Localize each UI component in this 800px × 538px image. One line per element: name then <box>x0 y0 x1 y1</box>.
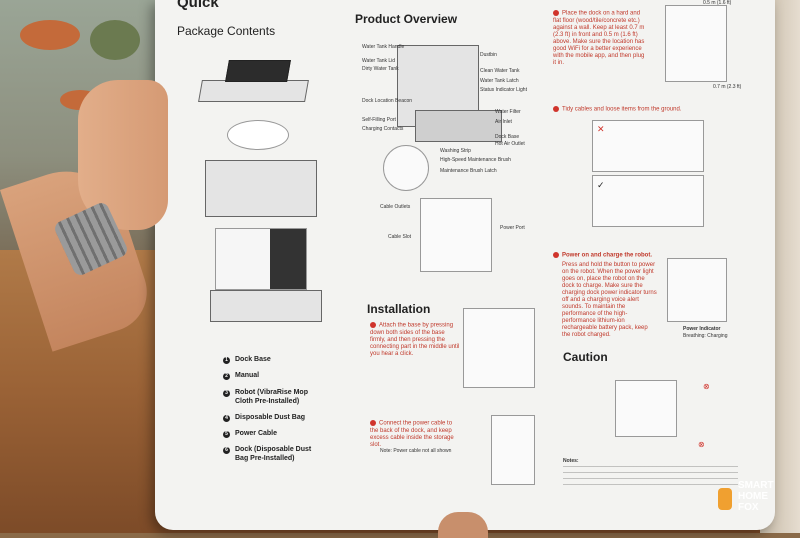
robot-illustration <box>227 120 289 150</box>
overview-label: Water Tank Handle <box>362 44 405 50</box>
plant-leaf <box>20 20 80 50</box>
overview-label: Washing Strip <box>440 148 471 154</box>
cable-label: Cable Outlets <box>380 204 411 210</box>
notes-title: Notes: <box>563 458 579 464</box>
overview-label: Water Tank Latch <box>480 78 519 84</box>
power-state-label: Breathing: Charging <box>683 333 728 339</box>
installation-heading: Installation <box>367 302 431 316</box>
box-tray-illustration <box>205 160 317 217</box>
install-step-2: Connect the power cable to the back of t… <box>370 420 454 448</box>
overview-label: Clean Water Tank <box>480 68 520 74</box>
overview-label: Water Filter <box>495 109 521 115</box>
placement-step-5-title: Power on and charge the robot. <box>553 252 652 259</box>
caution-heading: Caution <box>563 350 608 364</box>
install-step-1-illustration <box>463 308 535 388</box>
room-cluttered-illustration <box>592 120 704 172</box>
charging-illustration <box>667 258 727 322</box>
overview-label: Status Indicator Light <box>480 87 527 93</box>
placement-step-5: Press and hold the button to power on th… <box>562 262 657 338</box>
overview-label: Maintenance Brush Latch <box>440 168 497 174</box>
overview-label: Dustbin <box>480 52 497 58</box>
placement-step-4: Tidy cables and loose items from the gro… <box>553 106 703 114</box>
install-step-1: Attach the base by pressing down both si… <box>370 322 460 357</box>
install-note: Note: Power cable not all shown <box>380 448 452 454</box>
package-item-cont: Cloth Pre-Installed) <box>235 398 300 405</box>
room-tidy-illustration <box>592 175 704 227</box>
manual-title: Quick <box>177 0 219 11</box>
cable-label: Cable Slot <box>388 234 412 240</box>
overview-label: Dock Base <box>495 134 520 140</box>
power-indicator-label: Power Indicator <box>683 326 721 332</box>
overview-label: Dirty Water Tank <box>362 66 399 72</box>
logo-line-2: HOME <box>738 491 768 502</box>
dock-base-illustration <box>198 80 309 102</box>
notes-lines <box>563 466 738 490</box>
package-heading: Package Contents <box>177 24 276 38</box>
placement-illustration <box>665 5 727 82</box>
cable-label: Power Port <box>500 225 525 231</box>
install-step-2-illustration <box>491 415 535 485</box>
overview-label: Hot Air Outlet <box>495 141 525 147</box>
brush-detail-circle <box>383 145 429 191</box>
placement-step-3: Place the dock on a hard and flat floor … <box>553 10 645 66</box>
overview-label: Dock Location Beacon <box>362 98 413 104</box>
dock-packaging-illustration <box>210 290 322 322</box>
overview-heading: Product Overview <box>355 12 458 26</box>
caution-illustration <box>615 380 677 437</box>
right-thumb <box>438 512 488 538</box>
overview-label: Air Inlet <box>495 119 512 125</box>
check-icon: ✓ <box>597 180 605 190</box>
overview-label: High-Speed Maintenance Brush <box>440 157 511 163</box>
caution-wrong-icon: ⊗ <box>698 440 705 449</box>
cable-dock-illustration <box>420 198 492 272</box>
package-item-cont: Bag Pre-Installed) <box>235 455 295 462</box>
wrong-icon: ✕ <box>597 124 605 134</box>
dock-illustration <box>215 228 307 290</box>
logo-line-1: SMART <box>738 480 774 491</box>
overview-label: Water Tank Lid <box>362 58 396 64</box>
caution-wrong-icon: ⊗ <box>703 382 710 391</box>
overview-base-illustration <box>415 110 502 142</box>
manual-illustration <box>225 60 291 82</box>
plant-leaf <box>90 20 140 60</box>
logo-line-3: FOX <box>738 502 759 513</box>
overview-label: Self-Filling Port <box>362 117 396 123</box>
overview-label: Charging Contacts <box>362 126 404 132</box>
clearance-front: 0.7 m (2.3 ft) <box>713 84 742 90</box>
clearance-top: 0.5 m (1.6 ft) <box>703 0 732 6</box>
fox-icon <box>718 488 732 510</box>
